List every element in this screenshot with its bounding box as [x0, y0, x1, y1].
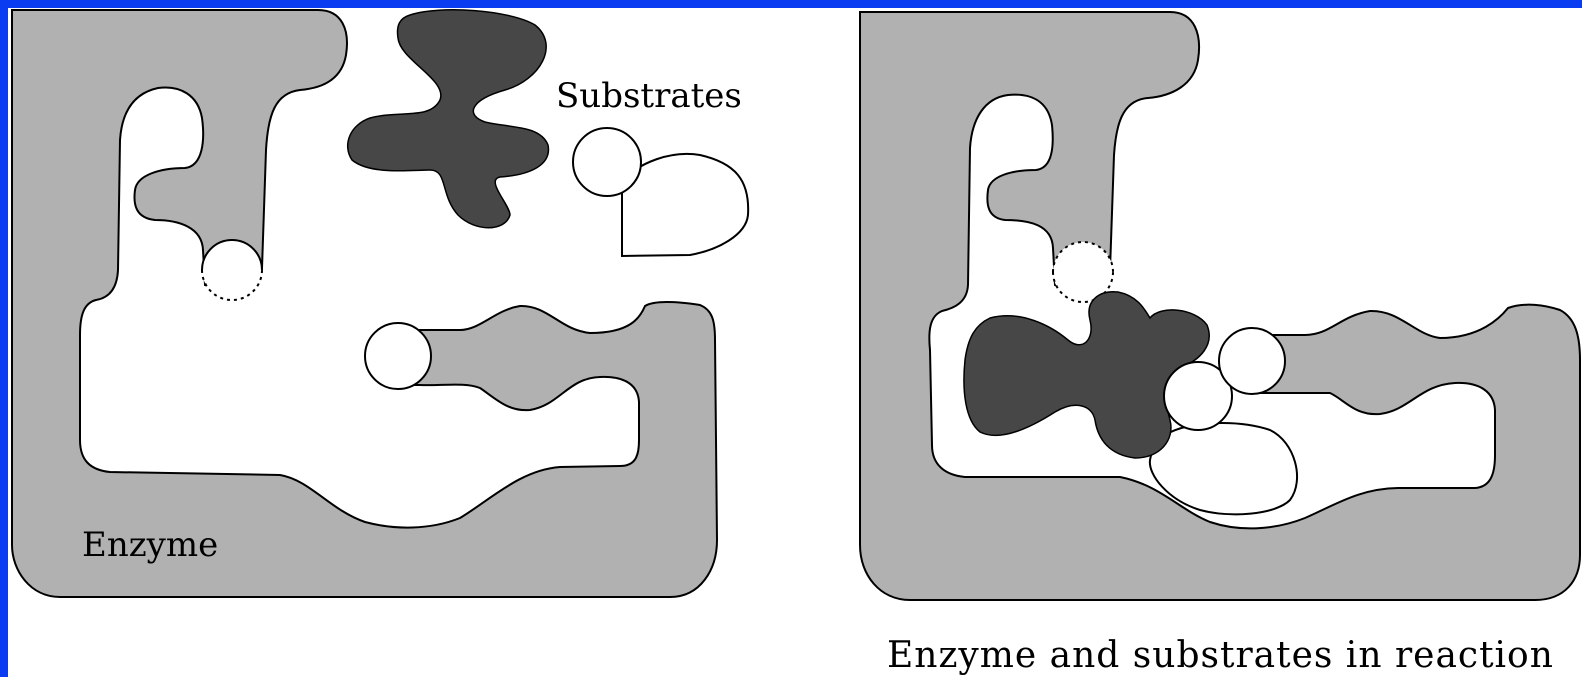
- substrates-label: Substrates: [556, 76, 742, 116]
- diagram-frame: Substrates Enzyme Enzyme and substrates …: [8, 8, 1582, 677]
- right-panel: Enzyme and substrates in reaction: [860, 12, 1580, 676]
- left-site-circle-top: [202, 240, 262, 300]
- enzyme-label: Enzyme: [82, 525, 218, 565]
- left-panel: Substrates Enzyme: [12, 10, 748, 597]
- enzyme-substrate-diagram: Substrates Enzyme Enzyme and substrates …: [8, 8, 1582, 677]
- reaction-caption: Enzyme and substrates in reaction: [887, 635, 1554, 676]
- white-substrate-free: [573, 128, 748, 256]
- white-circle-bound-upper: [1219, 328, 1285, 394]
- dark-substrate-free: [348, 10, 549, 228]
- left-site-circle-arm: [365, 323, 431, 389]
